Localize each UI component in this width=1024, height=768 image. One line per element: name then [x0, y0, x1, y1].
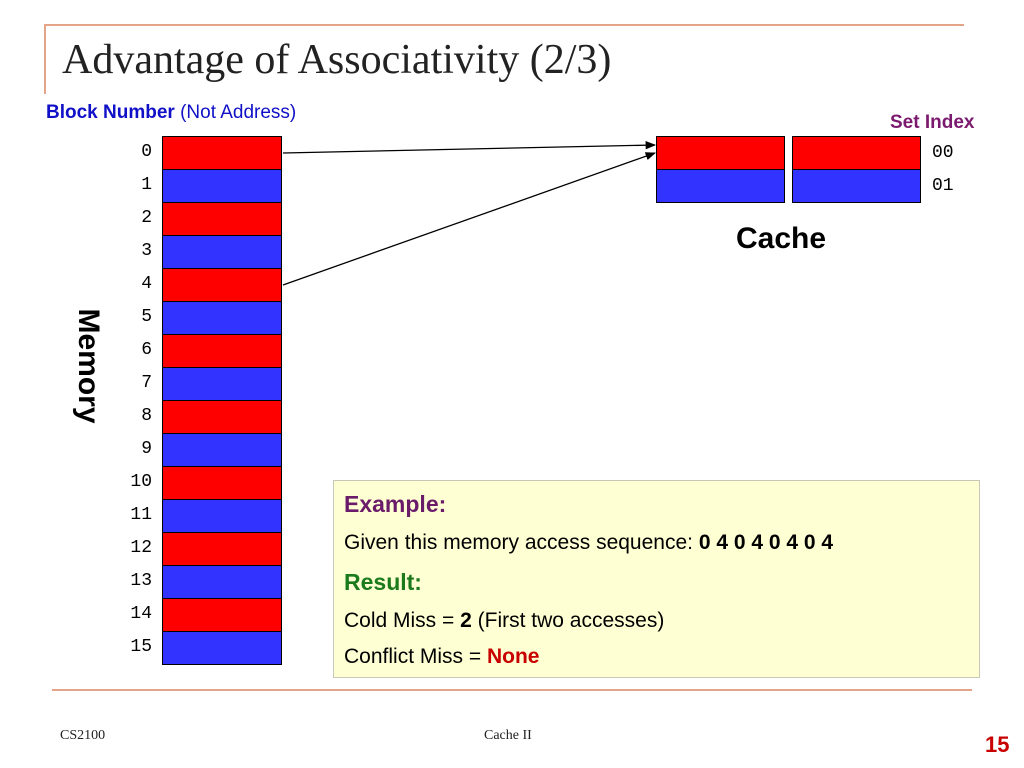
example-box: Example: Given this memory access sequen…: [333, 480, 980, 678]
cache-block: [656, 169, 785, 203]
memory-block-number: 5: [141, 307, 152, 327]
set-index-value: 01: [932, 176, 954, 196]
memory-block-column: [162, 136, 282, 665]
memory-block: [162, 367, 282, 401]
memory-block-number: 0: [141, 142, 152, 162]
memory-block: [162, 631, 282, 665]
cold-miss-text: Cold Miss =: [344, 609, 461, 632]
cache-block: [792, 136, 921, 170]
memory-block-number: 3: [141, 241, 152, 261]
conflict-miss-value: None: [486, 645, 540, 668]
memory-block: [162, 532, 282, 566]
title-rule-left: [44, 24, 46, 94]
cache-block: [656, 136, 785, 170]
example-sequence: Given this memory access sequence: 0 4 0…: [344, 531, 833, 555]
memory-block-number: 13: [130, 571, 152, 591]
memory-block-number: 4: [141, 274, 152, 294]
set-index-label: Set Index: [890, 112, 975, 133]
block-number-label: Block Number (Not Address): [46, 102, 296, 124]
cold-miss-value: 2: [460, 609, 472, 632]
footer-topic: Cache II: [484, 728, 532, 743]
title-rule-top: [44, 24, 964, 26]
memory-block: [162, 400, 282, 434]
mapping-arrow: [282, 152, 656, 286]
memory-block: [162, 433, 282, 467]
memory-block: [162, 466, 282, 500]
block-number-label-note: (Not Address): [174, 102, 297, 123]
example-sequence-values: 0 4 0 4 0 4 0 4: [698, 531, 834, 554]
memory-block-number: 7: [141, 373, 152, 393]
cache-label: Cache: [736, 222, 827, 255]
memory-block: [162, 334, 282, 368]
mapping-arrow: [282, 141, 657, 154]
cold-miss-note: (First two accesses): [471, 609, 665, 632]
example-heading: Example:: [344, 491, 447, 517]
memory-block: [162, 301, 282, 335]
memory-block-number: 8: [141, 406, 152, 426]
memory-block-number: 11: [130, 505, 152, 525]
memory-block: [162, 268, 282, 302]
result-heading: Result:: [344, 569, 422, 595]
memory-block-number: 1: [141, 175, 152, 195]
memory-block: [162, 169, 282, 203]
cold-miss-line: Cold Miss = 2 (First two accesses): [344, 609, 664, 633]
conflict-miss-line: Conflict Miss = None: [344, 645, 539, 669]
conflict-miss-text: Conflict Miss =: [344, 645, 487, 668]
memory-block-number: 6: [141, 340, 152, 360]
memory-block: [162, 598, 282, 632]
memory-block-number: 12: [130, 538, 152, 558]
set-index-value: 00: [932, 143, 954, 163]
memory-block-number: 2: [141, 208, 152, 228]
footer-rule: [52, 689, 972, 691]
footer-course: CS2100: [60, 728, 106, 743]
example-sequence-text: Given this memory access sequence:: [344, 531, 699, 554]
cache-block: [792, 169, 921, 203]
memory-block-number: 14: [130, 604, 152, 624]
slide-title: Advantage of Associativity (2/3): [62, 37, 612, 83]
block-number-label-bold: Block Number: [46, 102, 175, 123]
memory-block-number: 10: [130, 472, 152, 492]
memory-block-number: 15: [130, 637, 152, 657]
page-number: 15: [985, 732, 1010, 757]
memory-block-number: 9: [141, 439, 152, 459]
